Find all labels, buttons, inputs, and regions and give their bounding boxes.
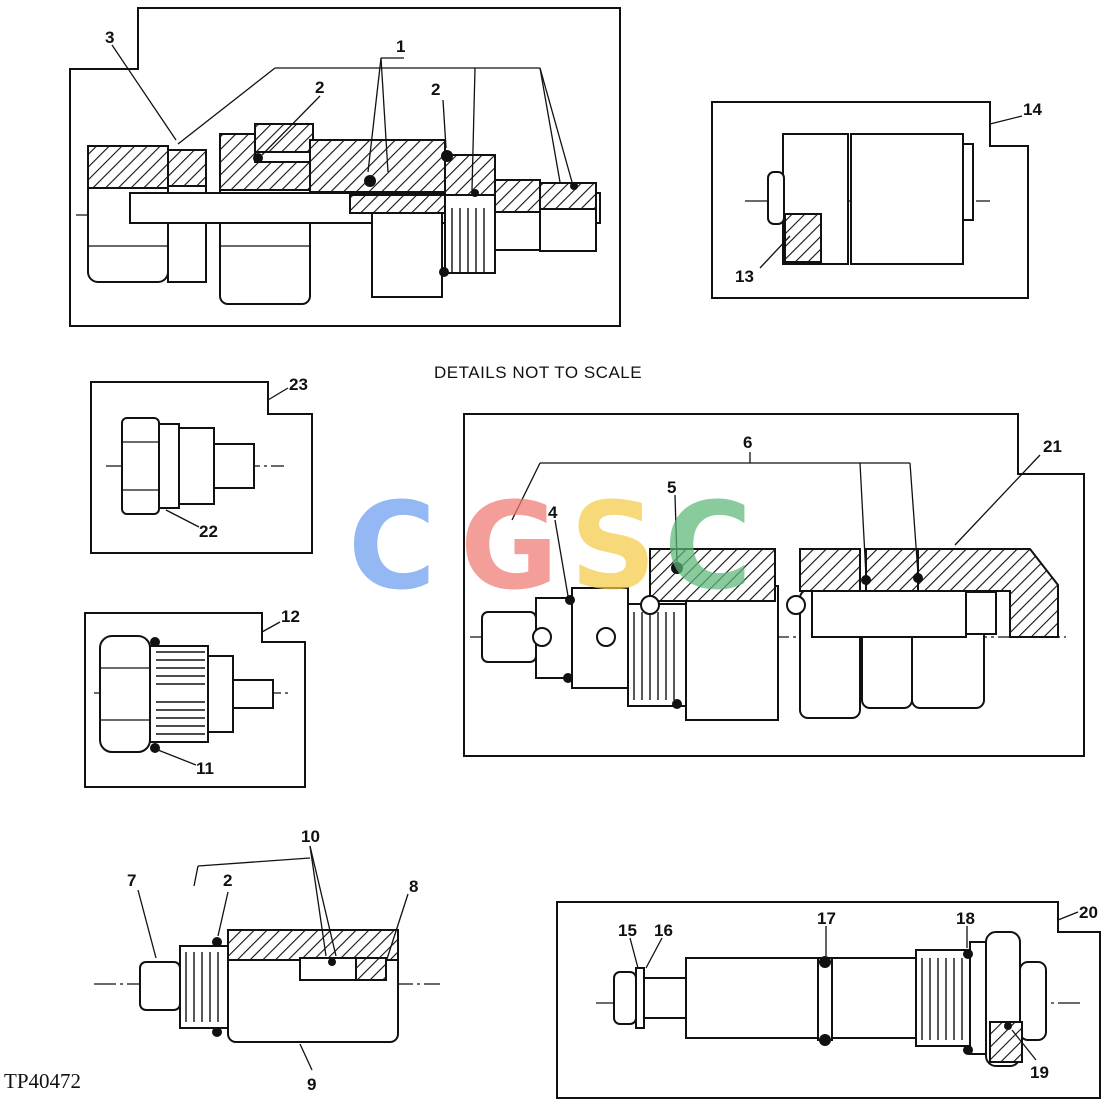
callout-2: 2 [223, 871, 232, 890]
detail-frame [556, 901, 1101, 1099]
watermark-letter: C [664, 478, 752, 617]
callout-20: 20 [1079, 903, 1098, 922]
callout-8: 8 [409, 877, 418, 896]
detail-frame [90, 381, 313, 554]
detail-14: 13 14 [711, 100, 1042, 299]
callout-14: 14 [1023, 100, 1042, 119]
watermark-letter: S [570, 478, 656, 617]
callout-21: 21 [1043, 437, 1062, 456]
callout-16: 16 [654, 921, 673, 940]
detail-23: 22 23 [90, 375, 313, 554]
caption-details-not-to-scale: DETAILS NOT TO SCALE [434, 363, 642, 382]
callout-17: 17 [817, 909, 836, 928]
figure-id: TP40472 [4, 1069, 81, 1093]
detail-frame [84, 612, 306, 788]
callout-9: 9 [307, 1075, 316, 1094]
detail-21: 4 5 6 21 [463, 413, 1085, 757]
callout-2: 2 [431, 80, 440, 99]
callout-2: 2 [315, 78, 324, 97]
callout-7: 7 [127, 871, 136, 890]
nut-left-section [87, 145, 169, 189]
detail-12: 11 12 [84, 607, 306, 788]
callout-23: 23 [289, 375, 308, 394]
detail-fitting-assembly: 1 2 2 3 [69, 7, 621, 327]
callout-10: 10 [301, 827, 320, 846]
callout-15: 15 [618, 921, 637, 940]
detail-frame [69, 7, 621, 327]
callout-11: 11 [196, 759, 214, 778]
detail-20: 15 16 17 18 19 20 [556, 901, 1101, 1099]
callout-6: 6 [743, 433, 752, 452]
callout-12: 12 [281, 607, 300, 626]
callout-4: 4 [548, 503, 558, 522]
watermark-letter: G [460, 478, 559, 617]
detail-frame [463, 413, 1085, 757]
watermark-letter: C [348, 478, 436, 617]
callout-19: 19 [1030, 1063, 1049, 1082]
watermark: C G S C [348, 478, 752, 617]
callout-22: 22 [199, 522, 218, 541]
callout-5: 5 [667, 478, 676, 497]
callout-1: 1 [396, 37, 405, 56]
detail-adapter: 2 7 8 9 10 [94, 827, 440, 1094]
detail-frame [711, 101, 1029, 299]
callout-3: 3 [105, 28, 114, 47]
callout-13: 13 [735, 267, 754, 286]
callout-18: 18 [956, 909, 975, 928]
